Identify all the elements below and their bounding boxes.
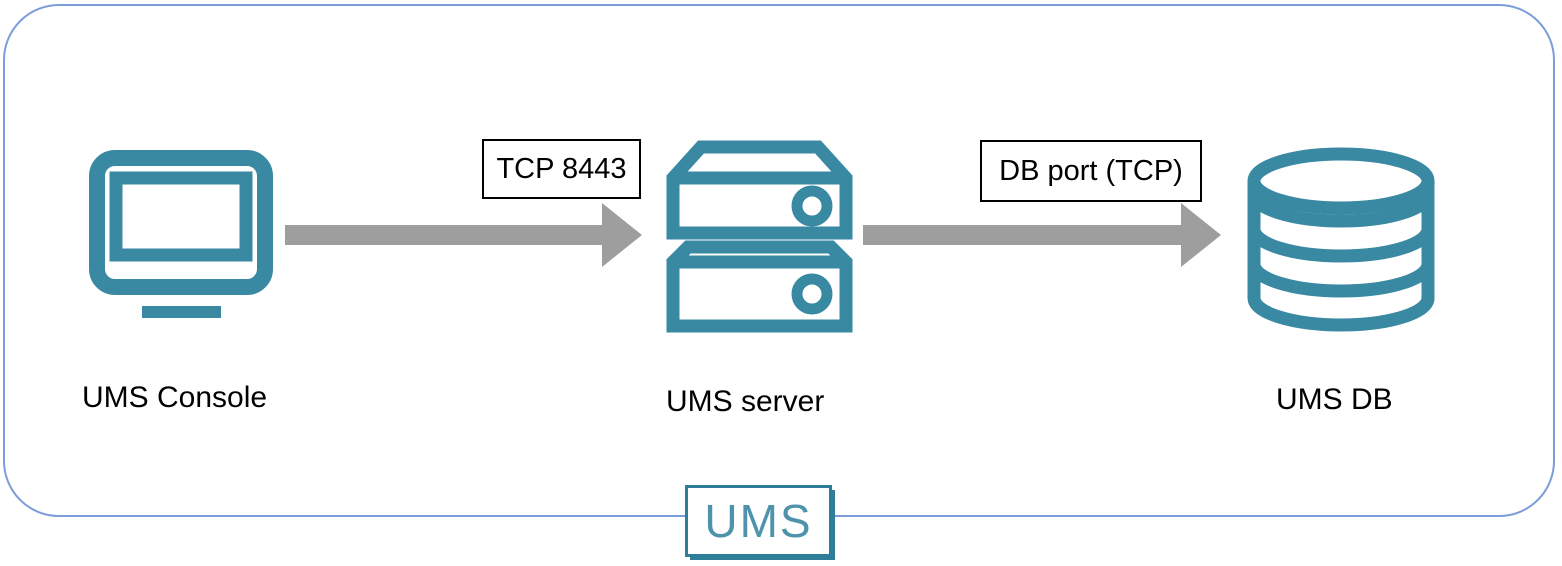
server-icon: [666, 140, 853, 333]
node-label-ums-console: UMS Console: [82, 381, 268, 414]
node-label-ums-server: UMS server: [666, 385, 825, 418]
monitor-icon: [89, 150, 273, 318]
arrow-console-to-server: [285, 203, 642, 267]
database-icon: [1247, 147, 1435, 332]
connection-label-db-port: DB port (TCP): [980, 140, 1202, 202]
node-label-ums-db: UMS DB: [1276, 383, 1393, 416]
arrow-server-to-db: [863, 203, 1221, 267]
ums-badge-label: UMS: [704, 495, 813, 547]
ums-badge: UMS: [685, 485, 832, 557]
connection-label-tcp-8443: TCP 8443: [482, 139, 641, 199]
